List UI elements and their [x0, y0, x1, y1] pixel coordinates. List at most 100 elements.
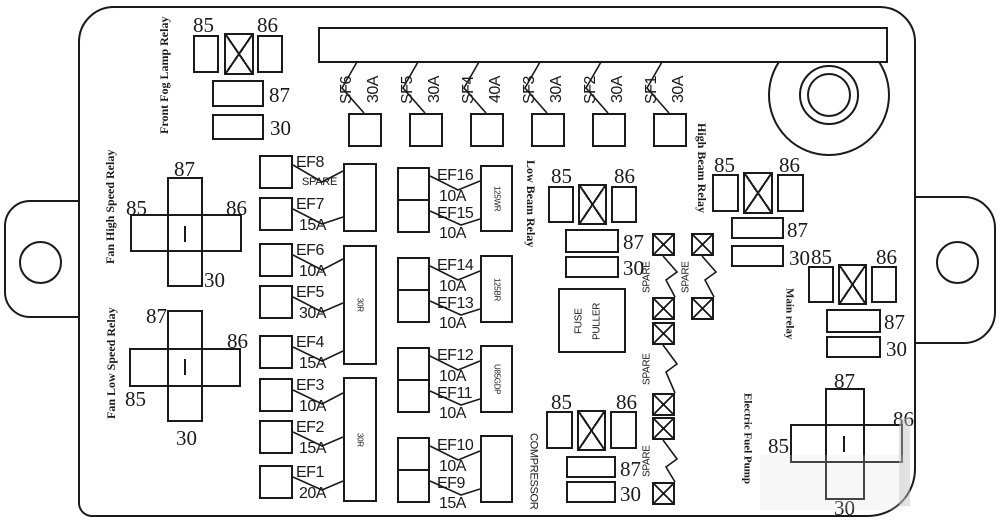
connector-line — [292, 254, 344, 271]
pin-label-30: 30 — [620, 482, 641, 506]
pin-label-86: 86 — [226, 196, 247, 220]
fuse-ef5-amp: 30A — [299, 305, 326, 322]
fuse-sf6-label: SF6 — [338, 76, 355, 104]
relay-coil-icon — [578, 184, 607, 225]
pin-label-85: 85 — [768, 434, 789, 458]
fuse-ef8-label: EF8 — [296, 154, 324, 171]
pin-label-86: 86 — [779, 153, 800, 177]
pin-label-30: 30 — [204, 268, 225, 292]
fuse-ef16-amp: 10A — [439, 188, 466, 205]
relay-body — [825, 388, 865, 500]
relay-name-front-fog: Front Fog Lamp Relay — [157, 16, 171, 134]
mounting-bolt-core-icon — [807, 73, 851, 117]
pin-label-30: 30 — [176, 426, 197, 450]
relay-socket — [611, 186, 637, 223]
fuse-ef3-amp: 10A — [299, 398, 326, 415]
fuse-ef11-amp: 10A — [439, 405, 466, 422]
relay-coil-icon — [743, 172, 773, 214]
pin-label-87: 87 — [146, 304, 167, 328]
pin-label-87: 87 — [623, 230, 644, 254]
relay-socket — [731, 245, 784, 267]
connector-line — [292, 164, 344, 183]
pin-label-87: 87 — [884, 310, 905, 334]
fuse-ef6-label: EF6 — [296, 242, 324, 259]
relay-body — [129, 348, 241, 387]
connector-line — [662, 255, 679, 298]
relay-name-fan-high: Fan High Speed Relay — [103, 149, 117, 265]
relay-socket — [546, 411, 573, 449]
connector-line — [292, 476, 344, 491]
fuse-ef7-label: EF7 — [296, 196, 324, 213]
pin-label-87: 87 — [269, 83, 290, 107]
fuse-ef5-label: EF5 — [296, 284, 324, 301]
connector-line — [463, 61, 487, 114]
fuse-ef10-label: EF10 — [437, 437, 474, 454]
connector-line — [662, 439, 679, 483]
relay-socket — [871, 266, 897, 303]
fuse-ef13-amp: 10A — [439, 315, 466, 332]
relay-socket — [565, 256, 619, 278]
relay-socket — [548, 186, 574, 223]
fuse-sf3-amp: 30A — [548, 76, 565, 104]
fuse-sf6-amp: 30A — [365, 76, 382, 104]
module-code: 30R — [355, 298, 365, 312]
connector-line — [701, 255, 718, 298]
fuse-puller-label-line1: FUSE — [573, 308, 585, 334]
bolt-hole-left-icon — [19, 241, 62, 284]
spare-fuse — [652, 482, 675, 505]
relay-name-compressor: COMPRESSOR — [527, 432, 540, 510]
fuse-ef6-amp: 10A — [299, 263, 326, 280]
connector-line — [429, 265, 481, 281]
connector-line — [341, 61, 365, 114]
fuse-sf3 — [531, 113, 565, 147]
spare-fuse-label: SPARE — [641, 445, 653, 477]
pin-label-85: 85 — [551, 164, 572, 188]
module-block — [343, 245, 377, 365]
connector-line — [429, 445, 481, 461]
pin-label-86: 86 — [614, 164, 635, 188]
relay-socket — [808, 266, 834, 303]
pin-label-30: 30 — [270, 116, 291, 140]
spare-fuse — [691, 233, 714, 256]
connector-line — [292, 346, 344, 362]
fuse-puller-label-line2: PULLER — [591, 302, 603, 340]
connector-line — [524, 61, 548, 114]
pin-label-86: 86 — [893, 407, 914, 431]
fuse-ef1-amp: 20A — [299, 485, 326, 502]
connector-line — [429, 210, 481, 226]
relay-socket — [566, 456, 616, 478]
relay-socket — [777, 174, 804, 212]
fuse-sf6 — [348, 113, 382, 147]
fuse-ef8-amp: SPARE — [302, 176, 337, 188]
fuse-ef7-amp: 15A — [299, 217, 326, 234]
spare-fuse — [652, 417, 675, 440]
fuse-ef13 — [397, 289, 430, 323]
pin-label-86: 86 — [227, 329, 248, 353]
fuse-ef2-amp: 15A — [299, 440, 326, 457]
fuse-ef14 — [397, 257, 430, 291]
connector-line — [646, 61, 670, 114]
pin-label-30: 30 — [623, 256, 644, 280]
relay-socket — [212, 80, 264, 107]
relay-socket — [565, 229, 619, 253]
fuse-ef11 — [397, 379, 430, 413]
connector-line — [292, 389, 344, 405]
fuse-ef2 — [259, 420, 293, 454]
relay-center-mark — [843, 436, 845, 452]
pin-label-85: 85 — [811, 245, 832, 269]
fuse-sf4-label: SF4 — [460, 76, 477, 104]
fuse-ef4-amp: 15A — [299, 355, 326, 372]
spare-fuse-label: SPARE — [641, 261, 653, 293]
relay-body — [167, 310, 203, 422]
relay-coil-icon — [838, 264, 867, 305]
fuse-ef9-label: EF9 — [437, 475, 465, 492]
spare-fuse-label: SPARE — [641, 353, 653, 385]
spare-fuse — [652, 233, 675, 256]
relay-socket — [826, 309, 881, 333]
relay-body — [167, 177, 203, 287]
connector-line — [429, 390, 481, 406]
module-code: 125BR — [492, 277, 502, 301]
scan-artifact — [899, 418, 910, 506]
relay-socket — [566, 481, 616, 503]
